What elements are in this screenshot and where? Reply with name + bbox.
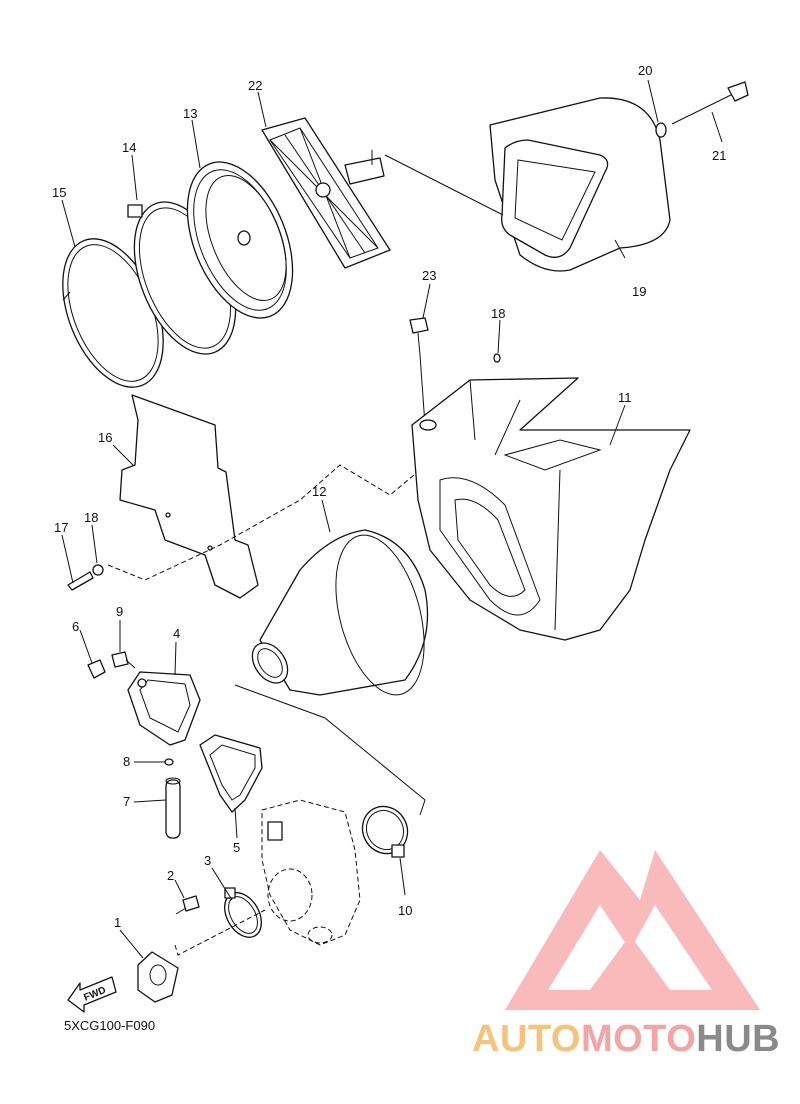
part-19-air-filter: [489, 97, 671, 272]
callout-5: 5: [233, 840, 240, 855]
callout-2: 2: [167, 868, 174, 883]
part-4-cover: [127, 671, 201, 746]
part-3-clamp: [224, 887, 262, 938]
part-5-gasket: [199, 734, 263, 813]
diagram-code: 5XCG100-F090: [64, 1018, 156, 1033]
callouts: 1 2 3 4 5 6 7 8 9 10 11 12 13 14 15 16 1…: [52, 63, 726, 930]
callout-7: 7: [123, 794, 130, 809]
watermark-logo-icon: [505, 850, 760, 1010]
part-6-fitting: [87, 659, 106, 679]
carburetor-body: [261, 799, 361, 946]
watermark-brand: AUTOMOTOHUB: [472, 1018, 780, 1061]
callout-9: 9: [116, 604, 123, 619]
part-10-clamp: [361, 805, 409, 858]
part-21-bolt: [671, 81, 749, 125]
part-16-plate: [119, 394, 259, 599]
watermark-moto: MOTO: [580, 1018, 697, 1060]
part-11-air-box: [411, 377, 691, 641]
part-7-pipe: [165, 777, 181, 839]
callout-14: 14: [122, 140, 136, 155]
callout-11: 11: [618, 390, 632, 405]
callout-22: 22: [248, 78, 262, 93]
callout-18-b: 18: [491, 306, 505, 321]
callout-20: 20: [638, 63, 652, 78]
callout-18: 18: [84, 510, 98, 525]
fwd-arrow-icon: FWD: [67, 976, 117, 1013]
part-17-screw: [67, 571, 94, 591]
watermark-auto: AUTO: [472, 1018, 581, 1060]
watermark-hub: HUB: [696, 1018, 781, 1060]
part-8-o-ring: [164, 758, 174, 766]
part-18-washer: [92, 564, 104, 576]
part-23-bolt: [409, 317, 429, 426]
part-20-washer: [655, 122, 667, 138]
callout-12: 12: [312, 484, 326, 499]
callout-15: 15: [52, 185, 66, 200]
callout-21: 21: [712, 148, 726, 163]
part-1-cover: [137, 951, 179, 1003]
callout-1: 1: [114, 915, 121, 930]
callout-17: 17: [54, 520, 68, 535]
callout-13: 13: [183, 106, 197, 121]
callout-16: 16: [98, 430, 112, 445]
callout-4: 4: [173, 626, 180, 641]
callout-19: 19: [632, 284, 646, 299]
callout-3: 3: [204, 853, 211, 868]
callout-10: 10: [398, 903, 412, 918]
part-13-filter-element: [186, 161, 294, 319]
leader-lines: [61, 79, 723, 959]
part-22-filter-guide: [261, 117, 391, 269]
callout-8: 8: [123, 754, 130, 769]
part-2-screw: [175, 895, 200, 915]
callout-6: 6: [72, 619, 79, 634]
part-12-intake-boot: [251, 529, 429, 696]
part-9-screw: [111, 651, 136, 669]
part-18-washer-b: [493, 353, 501, 363]
callout-23: 23: [422, 268, 436, 283]
